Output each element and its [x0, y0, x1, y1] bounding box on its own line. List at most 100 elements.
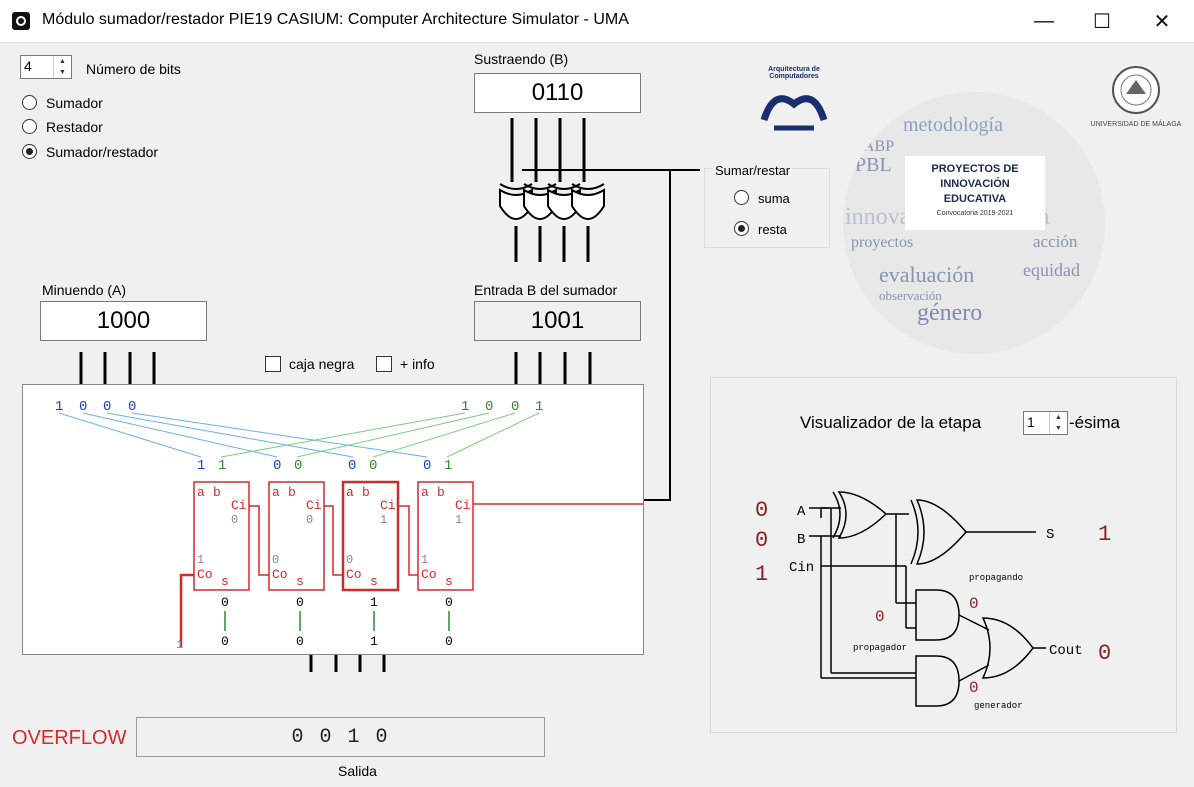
cell-co-val: 0: [346, 553, 353, 567]
entrada-b-display: 1001: [474, 301, 641, 341]
cell-s-val: 1: [370, 595, 378, 610]
spin-down-icon[interactable]: ▼: [59, 69, 66, 76]
cell-a-in: 0: [423, 458, 431, 474]
cell-ci-val: 1: [380, 513, 387, 527]
minimize-button[interactable]: —: [1034, 9, 1054, 32]
pie-wordcloud-logo: metodología innovación educativa género …: [843, 92, 1105, 354]
uma-seal-icon: [1112, 66, 1160, 114]
pin-b-label: b: [213, 485, 221, 500]
cell-b-in: 0: [369, 458, 377, 474]
radio-suma-label: suma: [758, 191, 790, 206]
spin-up-icon[interactable]: ▲: [59, 58, 66, 65]
pin-s-label: s: [221, 574, 229, 589]
sustraendo-input[interactable]: 0110: [474, 73, 641, 113]
output-bit: 0: [445, 634, 453, 649]
caja-negra-checkbox[interactable]: [265, 356, 281, 372]
cell-a-in: 1: [197, 458, 205, 474]
cin-label: Cin: [789, 560, 814, 576]
radio-sumador-restador[interactable]: [22, 144, 37, 159]
cell-s-val: 0: [445, 595, 453, 610]
spin-up-icon[interactable]: ▲: [1055, 414, 1062, 421]
overflow-label: OVERFLOW: [12, 727, 127, 749]
title-bar: Módulo sumador/restador PIE19 CASIUM: Co…: [0, 0, 1194, 43]
stage-viewer-label: Visualizador de la etapa: [800, 413, 982, 432]
cell-a-in: 0: [348, 458, 356, 474]
wc-word: metodología: [903, 114, 1003, 136]
radio-sumador[interactable]: [22, 95, 37, 110]
arq-computadores-logo: Arquitectura de Computadores: [756, 66, 832, 136]
pin-ci-label: Ci: [380, 498, 396, 513]
cell-b-in: 0: [294, 458, 302, 474]
arq-logo-text: Arquitectura de Computadores: [768, 66, 820, 80]
carry-out-val: 1: [176, 638, 183, 652]
radio-restador[interactable]: [22, 119, 37, 134]
output-bit: 0: [296, 634, 304, 649]
pin-a-label: a: [421, 485, 429, 500]
mas-info-checkbox[interactable]: [376, 356, 392, 372]
b-value: 0: [755, 528, 768, 553]
cell-b-in: 1: [218, 458, 226, 474]
radio-resta[interactable]: [734, 221, 749, 236]
pin-co-label: Co: [272, 567, 288, 582]
wc-word: acción: [1033, 232, 1078, 251]
cell-ci-val: 1: [455, 513, 462, 527]
wc-word: proyectos: [851, 234, 914, 251]
adder-svg: 1 0 0 0 1 0 0 1 1 1 0 0 0 0 0 1: [55, 399, 645, 652]
bits-spinner[interactable]: 4 ▲ ▼: [20, 55, 72, 79]
b-bit: 1: [461, 399, 469, 415]
wc-word: equidad: [1023, 260, 1080, 280]
arq-logo-graphic: [760, 95, 828, 131]
b-bit: 1: [535, 399, 543, 415]
cell-s-val: 0: [296, 595, 304, 610]
radio-resta-label: resta: [758, 222, 787, 237]
entrada-b-label: Entrada B del sumador: [474, 282, 618, 298]
a-bit: 0: [103, 399, 111, 415]
pin-a-label: a: [346, 485, 354, 500]
radio-restador-label: Restador: [46, 119, 103, 135]
and-top-value: 0: [969, 595, 979, 613]
close-button[interactable]: ✕: [1153, 10, 1171, 33]
sumar-restar-label: Sumar/restar: [713, 163, 793, 178]
pin-s-label: s: [296, 574, 304, 589]
wc-word: observación: [879, 288, 942, 303]
stage-viewer-panel: Visualizador de la etapa 1 ▲ ▼ -ésima: [710, 377, 1177, 733]
radio-suma[interactable]: [734, 190, 749, 205]
bits-value: 4: [24, 58, 32, 74]
s-label: S: [1046, 527, 1054, 543]
maximize-button[interactable]: ☐: [1093, 10, 1111, 33]
cell-co-val: 0: [272, 553, 279, 567]
radio-sumador-label: Sumador: [46, 95, 103, 111]
stage-suffix: -ésima: [1069, 413, 1121, 432]
salida-label: Salida: [338, 763, 377, 779]
cell-co-val: 1: [421, 553, 428, 567]
b-label: B: [797, 532, 805, 548]
cout-value: 0: [1098, 641, 1111, 666]
wc-word: ABP: [863, 138, 895, 155]
cell-b-in: 1: [444, 458, 452, 474]
pin-ci-label: Ci: [231, 498, 247, 513]
app-icon: [12, 12, 30, 30]
pin-ci-label: Ci: [306, 498, 322, 513]
adder-panel: 1 0 0 0 1 0 0 1 1 1 0 0 0 0 0 1: [22, 384, 645, 655]
pin-co-label: Co: [197, 567, 213, 582]
spin-down-icon[interactable]: ▼: [1055, 425, 1062, 432]
cin-value: 1: [755, 562, 768, 587]
pin-a-label: a: [272, 485, 280, 500]
b-bit: 0: [511, 399, 519, 415]
pin-a-label: a: [197, 485, 205, 500]
generador-label: generador: [974, 701, 1023, 711]
generador-value: 0: [969, 679, 979, 697]
uma-logo: UNIVERSIDAD DE MÁLAGA: [1086, 64, 1186, 136]
cout-label: Cout: [1049, 643, 1083, 659]
pie-badge: PROYECTOS DE INNOVACIÓN EDUCATIVA Convoc…: [905, 156, 1045, 230]
cell-ci-val: 0: [231, 513, 238, 527]
propagador-value: 0: [875, 608, 885, 626]
stage-spinner[interactable]: 1 ▲▼: [1023, 411, 1068, 435]
wc-word: evaluación: [879, 262, 975, 287]
minuendo-input[interactable]: 1000: [40, 301, 207, 341]
radio-sumador-restador-label: Sumador/restador: [46, 144, 159, 160]
sustraendo-label: Sustraendo (B): [474, 51, 569, 67]
pin-co-label: Co: [421, 567, 437, 582]
mas-info-label: + info: [400, 356, 435, 372]
